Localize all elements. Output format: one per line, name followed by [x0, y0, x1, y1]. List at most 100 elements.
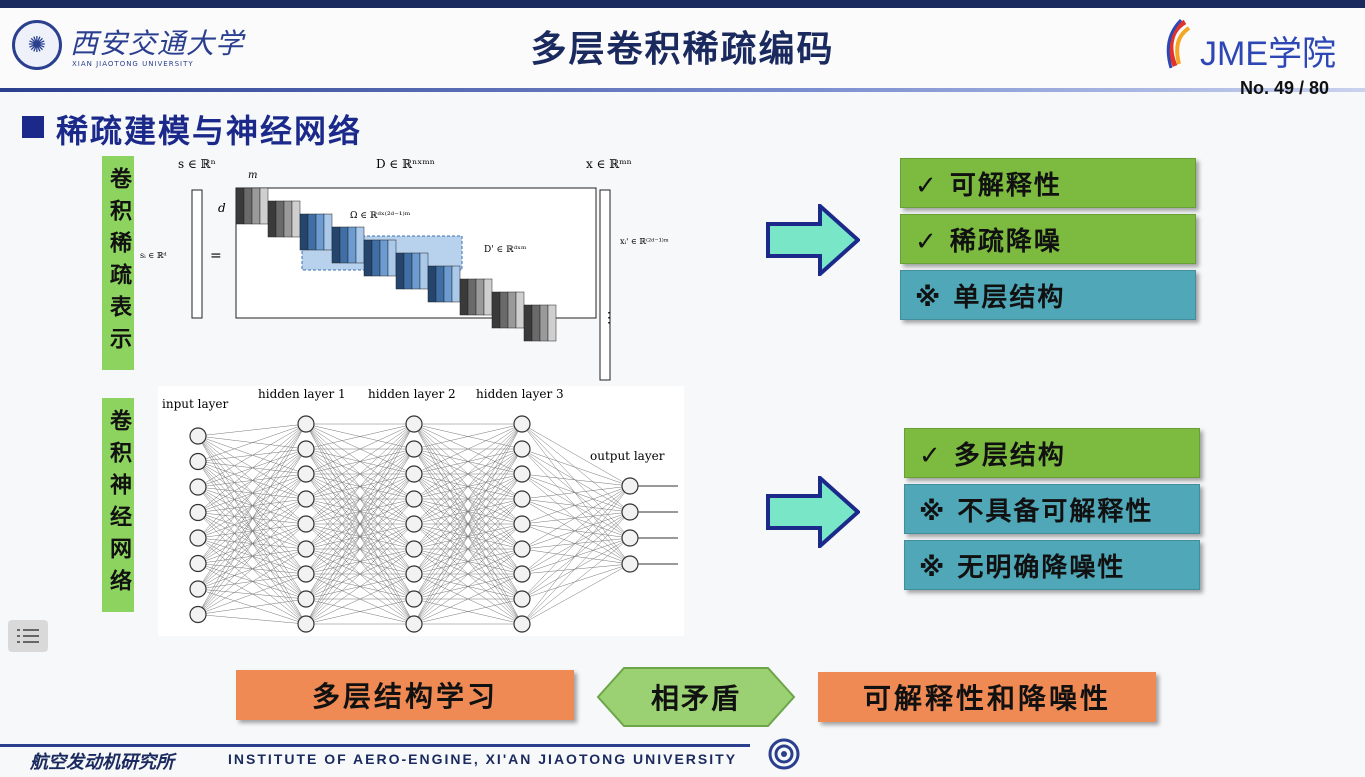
nn-neuron [513, 615, 531, 633]
nn-neuron [513, 515, 531, 533]
nn-neuron [513, 540, 531, 558]
nn-neuron [297, 465, 315, 483]
dictionary-block [531, 304, 541, 342]
contradiction-label: 相矛盾 [650, 682, 741, 715]
nn-neuron [189, 503, 207, 522]
dictionary-block [547, 304, 557, 342]
dictionary-block [379, 239, 389, 277]
xi-label: xᵢ' ∈ ℝ⁽²ᵈ⁻¹⁾ᵐ [620, 237, 669, 246]
header-divider [0, 88, 1365, 92]
hidden3-label: hidden layer 3 [476, 387, 564, 401]
interpretability-denoise-box: 可解释性和降噪性 [818, 672, 1156, 722]
nn-neuron [513, 465, 531, 483]
dictionary-block [395, 252, 405, 290]
dictionary-block [507, 291, 517, 329]
nn-neuron [405, 440, 423, 458]
si-label: sᵢ ∈ ℝᵈ [140, 251, 167, 260]
nn-neuron [513, 590, 531, 608]
brand-name: JME学院 [1200, 35, 1336, 73]
nn-neuron [513, 415, 531, 433]
dictionary-block [371, 239, 381, 277]
nn-neuron [189, 427, 207, 445]
nn-neuron [405, 565, 423, 583]
dictionary-block [475, 278, 485, 316]
omega-label: Ω ∈ ℝᵈˣ⁽²ᵈ⁻¹⁾ᵐ [350, 210, 411, 221]
dictionary-block [267, 200, 277, 238]
hidden1-label: hidden layer 1 [258, 387, 346, 401]
conv-sparse-diagram: s ∈ ℝⁿ D ∈ ℝⁿˣᵐⁿ x ∈ ℝᵐⁿ sᵢ ∈ ℝᵈ = m d Ω… [140, 157, 669, 381]
nn-neuron [405, 415, 423, 433]
dictionary-block [299, 213, 309, 251]
nn-neuron [189, 605, 207, 624]
dictionary-block [491, 291, 501, 329]
svg-text:⋮: ⋮ [602, 310, 616, 326]
dictionary-block [403, 252, 413, 290]
nn-neuron [405, 515, 423, 533]
page-number: No. 49 / 80 [1240, 78, 1330, 98]
dictionary-block [363, 239, 373, 277]
tag-sparse-denoise: ✓ 稀疏降噪 [900, 214, 1196, 264]
dictionary-block [459, 278, 469, 316]
university-name-en: XIAN JIAOTONG UNIVERSITY [72, 60, 194, 68]
nn-neuron [189, 580, 207, 598]
nn-neuron [189, 529, 207, 547]
right-arrow-icon [766, 204, 860, 276]
dictionary-block [251, 187, 261, 225]
d-label: d [218, 201, 226, 215]
dictionary-block [275, 200, 285, 238]
slide-menu-button[interactable] [8, 620, 48, 652]
footer-institute-en: INSTITUTE OF AERO-ENGINE, XI'AN JIAOTONG… [228, 751, 738, 767]
nn-neuron [621, 503, 639, 521]
nn-neuron [405, 590, 423, 608]
nn-neuron [189, 478, 207, 496]
university-name-cn: 西安交通大学 [70, 27, 245, 60]
dictionary-block [451, 265, 461, 303]
nn-neuron [405, 490, 423, 508]
top-bar [0, 0, 1365, 8]
dictionary-block [467, 278, 477, 316]
nn-neuron [189, 452, 207, 471]
nn-neuron [297, 515, 315, 533]
dictionary-block [427, 265, 437, 303]
dictionary-block [411, 252, 421, 290]
dictionary-block [435, 265, 445, 303]
dictionary-block [355, 226, 365, 264]
output-layer-label: output layer [590, 449, 665, 463]
slide-header [0, 8, 1365, 90]
swirl-logo-icon [768, 738, 800, 770]
x-label: x ∈ ℝᵐⁿ [586, 157, 632, 171]
nn-neuron [621, 555, 639, 573]
dictionary-block [419, 252, 429, 290]
nn-neuron [297, 565, 315, 583]
dprime-label: D' ∈ ℝᵈˣᵐ [484, 245, 527, 255]
label-conv-sparse-rep: 卷积稀疏表示 [102, 156, 134, 370]
right-arrow-icon [766, 476, 860, 548]
section-title: 稀疏建模与神经网络 [56, 112, 363, 150]
dictionary-block [387, 239, 397, 277]
dictionary-block [235, 187, 245, 225]
multilayer-learning-box: 多层结构学习 [236, 670, 574, 720]
footer-institute-cn: 航空发动机研究所 [30, 752, 174, 773]
nn-neuron [405, 465, 423, 483]
dictionary-block [259, 187, 269, 225]
section-bullet-icon [22, 116, 44, 138]
label-conv-nn: 卷积神经网络 [102, 398, 134, 612]
tag-interpretability: ✓ 可解释性 [900, 158, 1196, 208]
slide-title: 多层卷积稀疏编码 [530, 29, 835, 70]
tag-no-interpretability: ※ 不具备可解释性 [904, 484, 1200, 534]
dictionary-block [523, 304, 533, 342]
dictionary-block [243, 187, 253, 225]
dictionary-block [315, 213, 325, 251]
nn-neuron [621, 477, 639, 495]
dictionary-block [539, 304, 549, 342]
nn-neuron [297, 440, 315, 458]
nn-neuron [405, 540, 423, 558]
nn-neuron [405, 615, 423, 633]
menu-icon [17, 629, 39, 643]
nn-neuron [513, 565, 531, 583]
dictionary-block [515, 291, 525, 329]
svg-text:=: = [210, 248, 222, 264]
nn-neuron [189, 554, 207, 573]
dictionary-block [283, 200, 293, 238]
nn-neuron [297, 415, 315, 433]
